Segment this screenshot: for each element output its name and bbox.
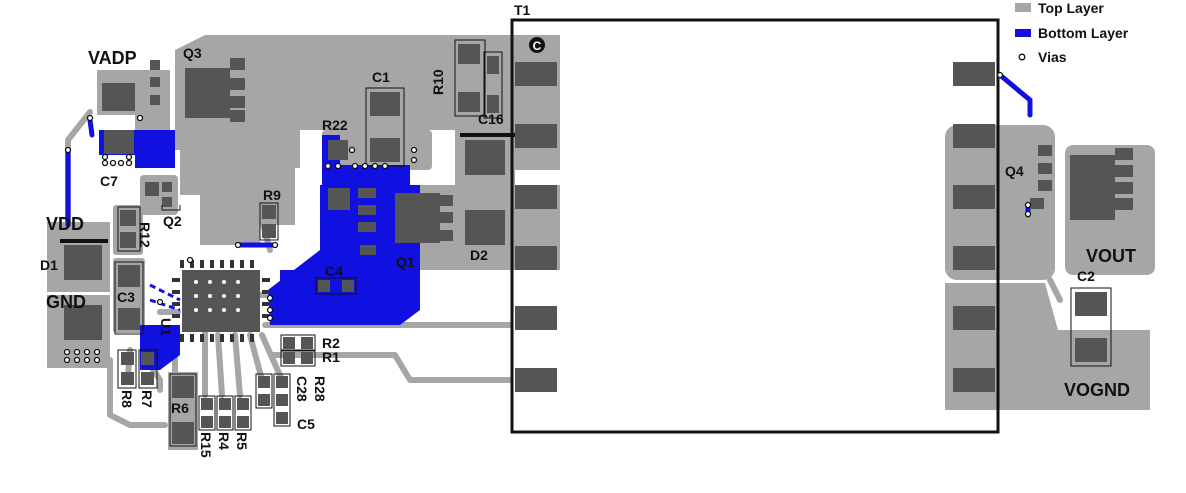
component-pads	[64, 44, 1133, 444]
label-c5: C5	[297, 416, 315, 432]
label-q2: Q2	[163, 213, 182, 229]
legend-bottom-layer-swatch	[1015, 29, 1031, 37]
polarity-bars	[60, 133, 515, 243]
label-r28: R28	[312, 376, 328, 402]
label-c1: C1	[372, 69, 390, 85]
label-vognd: VOGND	[1064, 380, 1130, 400]
label-r7: R7	[139, 390, 155, 408]
vias	[63, 71, 1032, 364]
r22-blue-pour	[322, 135, 410, 185]
label-c4: C4	[325, 263, 343, 279]
label-r1: R1	[322, 349, 340, 365]
label-u1: U1	[158, 318, 174, 336]
u1-ic	[172, 260, 270, 342]
pin1-marker-glyph: C	[533, 39, 542, 53]
label-t1: T1	[514, 2, 531, 18]
label-r12: R12	[137, 222, 153, 248]
label-vout: VOUT	[1086, 246, 1136, 266]
label-r2: R2	[322, 335, 340, 351]
label-r9: R9	[263, 187, 281, 203]
label-vdd: VDD	[46, 214, 84, 234]
label-c16: C16	[478, 111, 504, 127]
label-d1: D1	[40, 257, 58, 273]
bottom-layer-traces	[65, 72, 1033, 248]
legend-top-layer-label: Top Layer	[1038, 0, 1104, 16]
label-r4: R4	[216, 432, 232, 450]
label-c3: C3	[117, 289, 135, 305]
component-labels: T1 VADP Q3 C1 R10 C16 R22 C7 R9 Q2 VDD R…	[40, 2, 1136, 458]
legend-bottom-layer-label: Bottom Layer	[1038, 25, 1129, 41]
label-vadp: VADP	[88, 48, 137, 68]
label-q1: Q1	[396, 254, 415, 270]
label-c2: C2	[1077, 268, 1095, 284]
label-c7: C7	[100, 173, 118, 189]
label-d2: D2	[470, 247, 488, 263]
u1-dashes	[149, 283, 181, 312]
q4-pour	[945, 125, 1055, 280]
legend-top-layer-swatch	[1015, 3, 1031, 12]
q3-pour	[175, 35, 560, 245]
label-r10: R10	[430, 69, 446, 95]
legend-via-symbol	[1018, 53, 1026, 61]
label-r15: R15	[198, 432, 214, 458]
legend: Top Layer Bottom Layer Vias	[1015, 0, 1129, 65]
component-outlines	[114, 39, 1112, 447]
legend-vias-label: Vias	[1038, 49, 1067, 65]
t1-outline	[510, 18, 1000, 434]
label-gnd: GND	[46, 292, 86, 312]
label-r8: R8	[119, 390, 135, 408]
t1-pins-top	[510, 35, 560, 170]
label-r5: R5	[234, 432, 250, 450]
label-q3: Q3	[183, 45, 202, 61]
t1-pin1-marker: C	[529, 37, 545, 53]
label-q4: Q4	[1005, 163, 1024, 179]
vognd-pour	[945, 283, 1150, 410]
label-r6: R6	[171, 400, 189, 416]
label-r22: R22	[322, 117, 348, 133]
label-c28: C28	[294, 376, 310, 402]
